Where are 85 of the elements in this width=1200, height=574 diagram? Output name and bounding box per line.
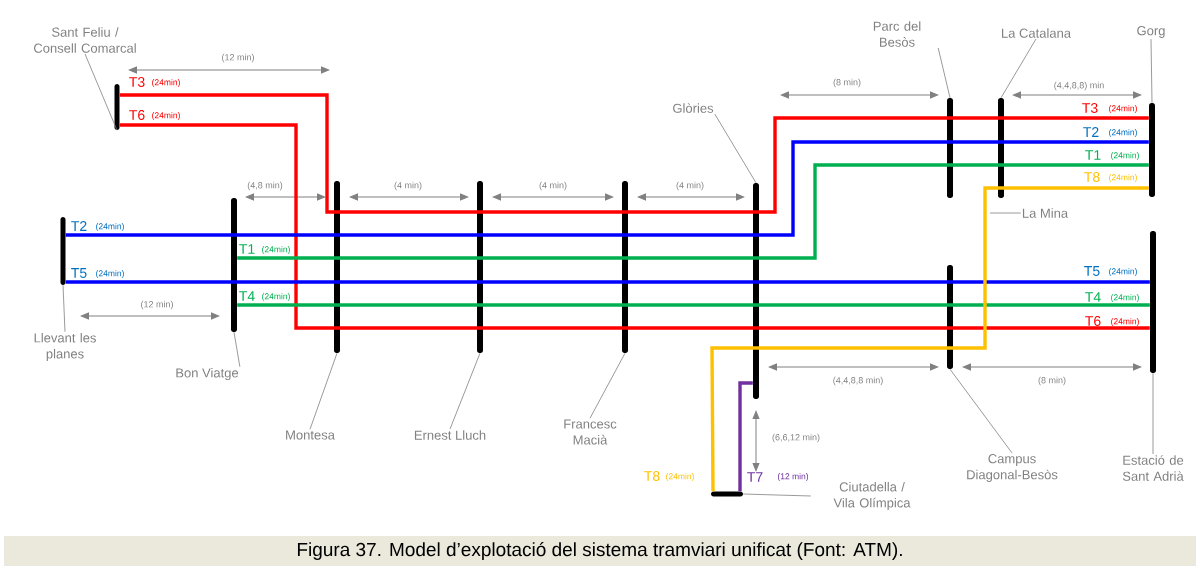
station-bar: [711, 491, 743, 497]
leader-line: [309, 352, 338, 430]
tram-line: [237, 163, 1149, 260]
station-bar: [334, 181, 340, 353]
interval-label: (8 min): [1038, 376, 1066, 386]
station-bar: [947, 265, 953, 369]
leader-line: [449, 352, 481, 430]
tram-line: [65, 140, 1149, 237]
frequency-label: (24min): [1109, 129, 1137, 137]
leader-line: [989, 212, 1022, 214]
station-label: Gorg: [1137, 26, 1165, 38]
leader-line: [62, 284, 66, 333]
line-name: T1: [1085, 150, 1101, 160]
station-label: Llevant les planes: [34, 332, 96, 362]
tram-line: [738, 381, 753, 492]
tram-line: [65, 280, 1150, 284]
station-label: Ciutadella / Vila Olímpica: [833, 481, 911, 511]
interval-label: (4 min): [539, 181, 567, 191]
line-name: T4: [239, 291, 255, 301]
line-name: T3: [1082, 103, 1098, 113]
line-name: T2: [71, 221, 87, 231]
line-name: T5: [71, 268, 87, 278]
station-label: Sant Feliu / Consell Comarcal: [34, 27, 136, 53]
station-label: Bon Viatge: [176, 367, 239, 381]
frequency-label: (24min): [1111, 318, 1139, 326]
line-name: T4: [1085, 292, 1101, 302]
line-name: T3: [129, 77, 145, 87]
station-bar: [947, 98, 953, 198]
station-bar: [231, 198, 237, 332]
caption-band: Figura 37. Model d’explotació del sistema tramviari unificat (Font: ATM).: [4, 536, 1196, 566]
line-name: T8: [1084, 172, 1100, 182]
frequency-label: (24min): [1111, 294, 1139, 302]
leader-line: [742, 493, 812, 497]
station-bar: [998, 98, 1004, 198]
station-bar: [60, 217, 66, 285]
line-name: T7: [747, 472, 763, 482]
line-name: T5: [1084, 266, 1100, 276]
frequency-label: (24min): [262, 246, 290, 254]
station-label: Campus Diagonal-Besòs: [967, 454, 1058, 482]
interval-label: (4 min): [676, 181, 704, 191]
frequency-label: (24min): [152, 112, 180, 120]
frequency-label: (24min): [1109, 174, 1137, 182]
leader-line: [714, 113, 757, 184]
station-label: Montesa: [286, 430, 335, 440]
station-label: Glòries: [673, 103, 714, 113]
station-bar: [622, 181, 628, 353]
station-label: La Mina: [1022, 208, 1069, 218]
frequency-label: (24min): [96, 270, 124, 278]
interval-label: (4,4,8,8) min: [1054, 81, 1104, 91]
station-label: Estació de Sant Adrià: [1122, 455, 1184, 481]
tram-line: [119, 93, 1149, 214]
station-label: Parc del Besòs: [873, 21, 921, 47]
interval-label: (12 min): [141, 300, 173, 310]
leader-line: [1000, 38, 1037, 99]
interval-label: (6,6,12 min): [772, 433, 820, 443]
frequency-label: (12 min): [777, 473, 809, 481]
line-name: T8: [644, 471, 660, 481]
leader-line: [1150, 38, 1153, 104]
station-label: La Catalana: [1002, 28, 1072, 38]
interval-label: (8 min): [833, 78, 861, 88]
station-bar: [477, 181, 483, 353]
interval-label: (4,4,8,8 min): [833, 376, 883, 386]
frequency-label: (24min): [262, 293, 290, 301]
interval-label: (4 min): [394, 181, 422, 191]
interval-label: (12 min): [222, 53, 254, 63]
station-label: Francesc Macià: [564, 419, 617, 445]
leader-line: [233, 331, 241, 368]
line-name: T6: [129, 110, 145, 120]
station-bar: [1150, 231, 1156, 373]
tram-line: [710, 186, 1149, 492]
tram-line: [119, 123, 1150, 330]
leader-line: [949, 368, 1013, 454]
frequency-label: (24min): [1111, 152, 1139, 160]
line-name: T2: [1083, 127, 1099, 137]
station-label: Ernest Lluch: [414, 430, 486, 440]
station-bar: [114, 84, 120, 130]
tram-line: [237, 303, 1150, 307]
line-name: T1: [239, 244, 255, 254]
station-bar: [1149, 103, 1155, 197]
leader-line: [937, 47, 951, 99]
leader-line: [589, 352, 626, 419]
leader-line: [84, 53, 118, 131]
leader-line: [1152, 372, 1154, 455]
line-name: T6: [1085, 316, 1101, 326]
station-bar: [753, 183, 759, 399]
